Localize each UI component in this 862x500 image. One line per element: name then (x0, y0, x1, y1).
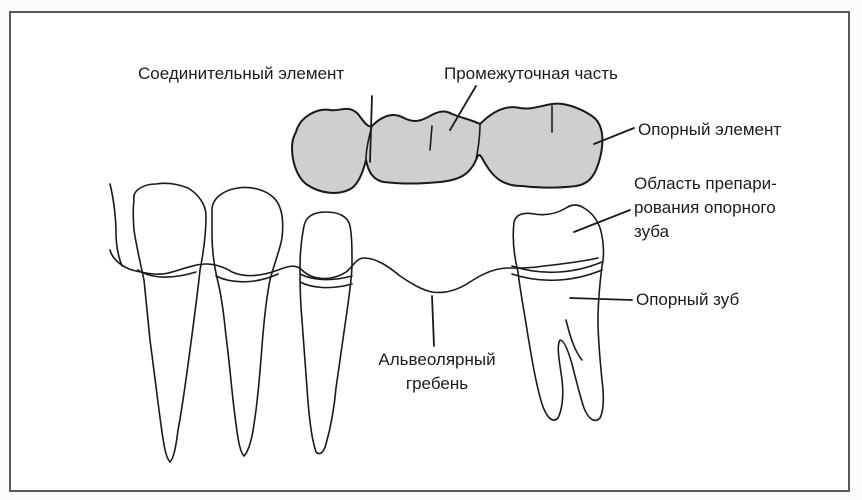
tooth-abutment-right (513, 205, 603, 420)
label-prep-area: Область препари- рования опорного зуба (634, 172, 844, 244)
bridge-prosthesis (292, 104, 602, 193)
label-ridge-line: Альвеолярный (352, 348, 522, 372)
tooth-prepared-left-margin (300, 282, 352, 288)
label-prep-area-line: Область препари- (634, 172, 844, 196)
tooth-premolar (212, 187, 283, 456)
label-retainer: Опорный элемент (638, 118, 781, 142)
label-prep-area-line: рования опорного (634, 196, 844, 220)
label-abutment: Опорный зуб (636, 288, 739, 312)
tooth-left-molar (133, 183, 206, 462)
tooth-prepared-left (300, 212, 352, 454)
gum-line (110, 250, 598, 293)
leader-prep-area (574, 210, 630, 232)
label-ridge: Альвеолярный гребень (352, 348, 522, 396)
label-prep-area-line: зуба (634, 220, 844, 244)
leader-abutment (570, 298, 632, 300)
leader-ridge (432, 296, 434, 346)
label-ridge-line: гребень (352, 372, 522, 396)
label-connector: Соединительный элемент (138, 62, 344, 86)
label-pontic: Промежуточная часть (444, 62, 618, 86)
